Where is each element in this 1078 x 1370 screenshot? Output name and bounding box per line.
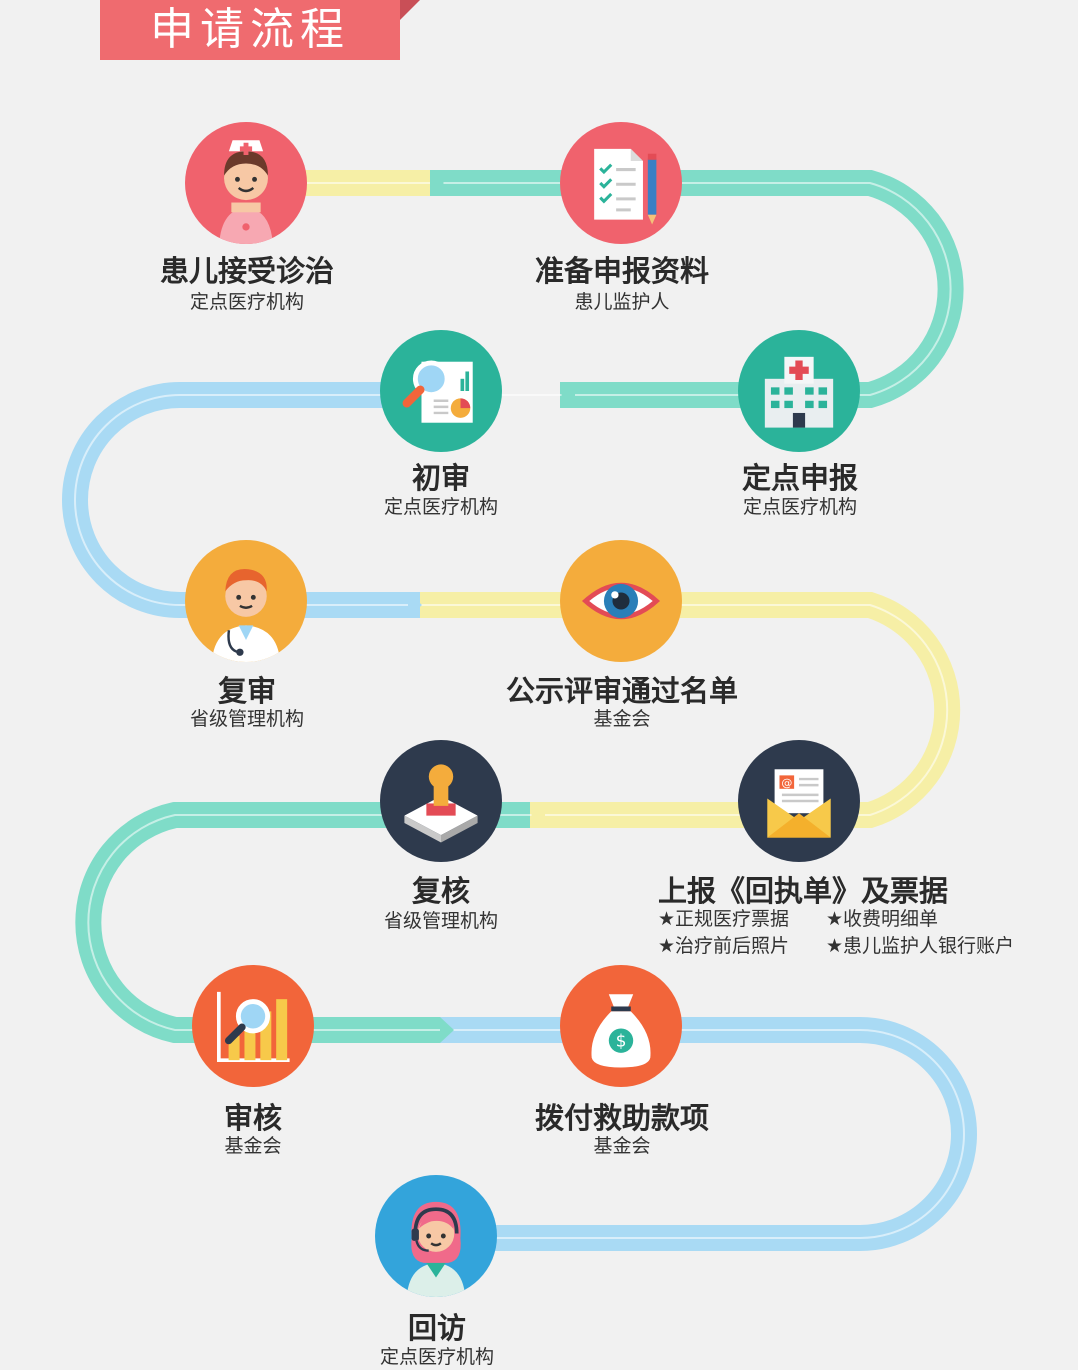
customer-service-icon [375,1175,497,1297]
step-6-subtitle: 基金会 [593,708,651,730]
step-3-title: 定点申报 [741,461,859,495]
step-10-subtitle: 基金会 [593,1135,651,1157]
doctor-icon [185,540,307,662]
stamp-icon [380,740,502,862]
step-6-title: 公示评审通过名单 [505,674,739,708]
nurse-icon [185,122,307,244]
chart-magnifier-icon [192,965,314,1087]
step-3-subtitle: 定点医疗机构 [742,496,858,518]
document-checklist-icon [560,122,682,244]
step-4-title: 初审 [411,461,471,495]
step-1-title: 患儿接受诊治 [159,254,335,288]
step-5-title: 复审 [217,674,277,708]
header-banner [100,0,400,60]
path-center-line [74,182,965,1239]
receipt-note: ★正规医疗票据 [658,908,790,930]
step-9-subtitle: 基金会 [224,1135,282,1157]
money-bag-icon: $ [560,965,682,1087]
step-1-subtitle: 定点医疗机构 [189,291,305,313]
path-arrow [531,802,545,828]
receipt-note: ★治疗前后照片 [658,935,790,957]
step-5-subtitle: 省级管理机构 [189,708,305,730]
path-arrow [440,1017,454,1043]
path-arrow [408,592,422,618]
hospital-icon [738,330,860,452]
receipt-notes: ★正规医疗票据 ★收费明细单 ★治疗前后照片 ★患儿监护人银行账户 [658,906,1015,960]
step-7-title: 上报《回执单》及票据 [657,874,949,908]
receipt-note: ★收费明细单 [826,908,939,930]
page-title: 申请流程 [150,4,350,55]
step-11-subtitle: 定点医疗机构 [379,1346,495,1368]
step-11-title: 回访 [407,1311,467,1345]
magnifier-report-icon [380,330,502,452]
svg-text:$: $ [616,1032,627,1052]
step-2-title: 准备申报资料 [534,254,710,288]
step-9-title: 审核 [223,1101,283,1135]
step-8-title: 复核 [411,874,471,908]
eye-icon [560,540,682,662]
step-10-title: 拨付救助款项 [534,1101,710,1135]
svg-text:@: @ [781,776,792,789]
banner-fold [400,0,420,20]
step-2-subtitle: 患儿监护人 [574,291,670,313]
receipt-note: ★患儿监护人银行账户 [826,935,1015,957]
mail-envelope-icon: @ [738,740,860,862]
step-4-subtitle: 定点医疗机构 [383,496,499,518]
step-8-subtitle: 省级管理机构 [383,910,499,932]
path-arrow [561,382,575,408]
path-arrow [430,170,444,196]
